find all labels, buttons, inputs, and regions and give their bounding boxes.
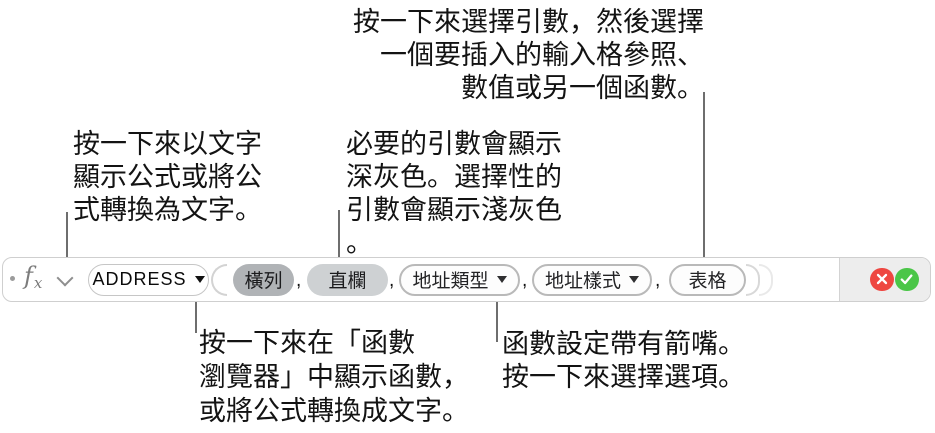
leader-line-column-token — [338, 210, 340, 263]
callout-line: 瀏覽器」中顯示函數， — [199, 362, 469, 392]
close-paren — [746, 263, 760, 296]
open-paren — [211, 263, 227, 296]
callout-line: 或將公式轉換成文字。 — [199, 396, 469, 426]
callout-line: 按一下來選擇引數，然後選擇 — [353, 7, 704, 37]
callout-line: 數值或另一個函數。 — [461, 73, 704, 103]
checkmark-icon — [900, 274, 913, 284]
callout-show-formula-as-text: 按一下來以文字 顯示公式或將公 式轉換為文字。 — [73, 128, 262, 227]
argument-separator: , — [655, 270, 661, 291]
callout-line: 。 — [346, 228, 373, 258]
close-paren-faded — [759, 263, 773, 296]
callout-select-argument: 按一下來選擇引數，然後選擇 一個要插入的輸入格參照、 數值或另一個函數。 — [300, 6, 704, 105]
callout-setting-arrows: 函數設定帶有箭嘴。 按一下來選擇選項。 — [502, 328, 745, 394]
leader-line-table-token — [703, 92, 705, 262]
leader-line-fx-chevron — [66, 212, 68, 267]
formula-action-buttons — [839, 258, 930, 301]
argument-token-label: 直欄 — [328, 271, 367, 292]
callout-function-browser: 按一下來在「函數 瀏覽器」中顯示函數， 或將公式轉換成文字。 — [199, 326, 469, 428]
accept-button[interactable] — [895, 267, 919, 291]
close-icon — [876, 274, 887, 285]
argument-token-column[interactable]: 直欄 — [307, 263, 388, 296]
callout-line: 按一下來選擇選項。 — [502, 362, 745, 392]
fx-icon[interactable]: fx — [24, 262, 43, 292]
drag-dot-icon — [10, 276, 15, 281]
argument-token-label: 地址樣式 — [544, 271, 621, 292]
dropdown-arrow-icon — [496, 276, 507, 283]
callout-line: 引數會顯示淺灰色 — [346, 195, 562, 225]
argument-token-table[interactable]: 表格 — [669, 263, 746, 296]
argument-separator: , — [389, 270, 395, 291]
argument-token-label: 橫列 — [244, 271, 283, 292]
callout-line: 一個要插入的輸入格參照、 — [380, 40, 704, 70]
callout-line: 必要的引數會顯示 — [346, 129, 562, 159]
dropdown-arrow-icon — [194, 276, 205, 283]
argument-token-label: 表格 — [688, 271, 727, 292]
callout-line: 式轉換為文字。 — [73, 195, 262, 225]
leader-line-type-token — [496, 290, 498, 342]
callout-line: 按一下來在「函數 — [199, 328, 415, 358]
formula-editor-bar[interactable]: fx ADDRESS 橫列 , 直欄 , 地址類型 , 地址樣式 , 表格 — [2, 257, 931, 302]
cancel-button[interactable] — [870, 267, 894, 291]
callout-line: 函數設定帶有箭嘴。 — [502, 329, 745, 359]
argument-token-label: 地址類型 — [412, 271, 489, 292]
callout-line: 按一下來以文字 — [73, 129, 262, 159]
chevron-down-icon[interactable] — [56, 269, 74, 287]
function-token-address[interactable]: ADDRESS — [88, 263, 209, 296]
callout-required-optional-arguments: 必要的引數會顯示 深灰色。選擇性的 引數會顯示淺灰色 。 — [346, 128, 562, 260]
argument-token-address-type[interactable]: 地址類型 — [399, 263, 520, 296]
callout-line: 顯示公式或將公 — [73, 162, 262, 192]
function-token-label: ADDRESS — [92, 269, 187, 289]
leader-line-function-token — [195, 288, 197, 333]
callout-line: 深灰色。選擇性的 — [346, 162, 562, 192]
argument-token-address-style[interactable]: 地址樣式 — [532, 263, 652, 296]
argument-separator: , — [522, 270, 528, 291]
argument-separator: , — [296, 270, 302, 291]
dropdown-arrow-icon — [629, 276, 639, 283]
argument-token-row[interactable]: 橫列 — [233, 263, 294, 296]
